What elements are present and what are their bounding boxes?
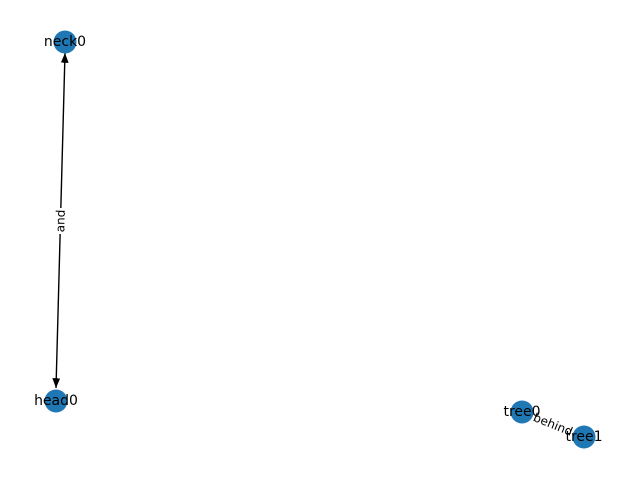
node-label-tree0: tree0 — [503, 404, 540, 420]
node-circle-tree1 — [572, 425, 596, 449]
node-label-head0: head0 — [34, 393, 78, 409]
node-circle-head0 — [44, 389, 68, 413]
node-label-neck0: neck0 — [44, 34, 86, 50]
node-tree1: tree1 — [565, 425, 603, 449]
node-neck0: neck0 — [44, 30, 86, 54]
node-head0: head0 — [34, 389, 78, 413]
edge-head0-neck0: and — [52, 52, 69, 389]
node-label-tree1: tree1 — [565, 429, 602, 445]
node-tree0: tree0 — [503, 400, 541, 424]
node-circle-tree0 — [510, 400, 534, 424]
node-circle-neck0 — [53, 30, 77, 54]
edge-label-and: and — [53, 210, 68, 233]
